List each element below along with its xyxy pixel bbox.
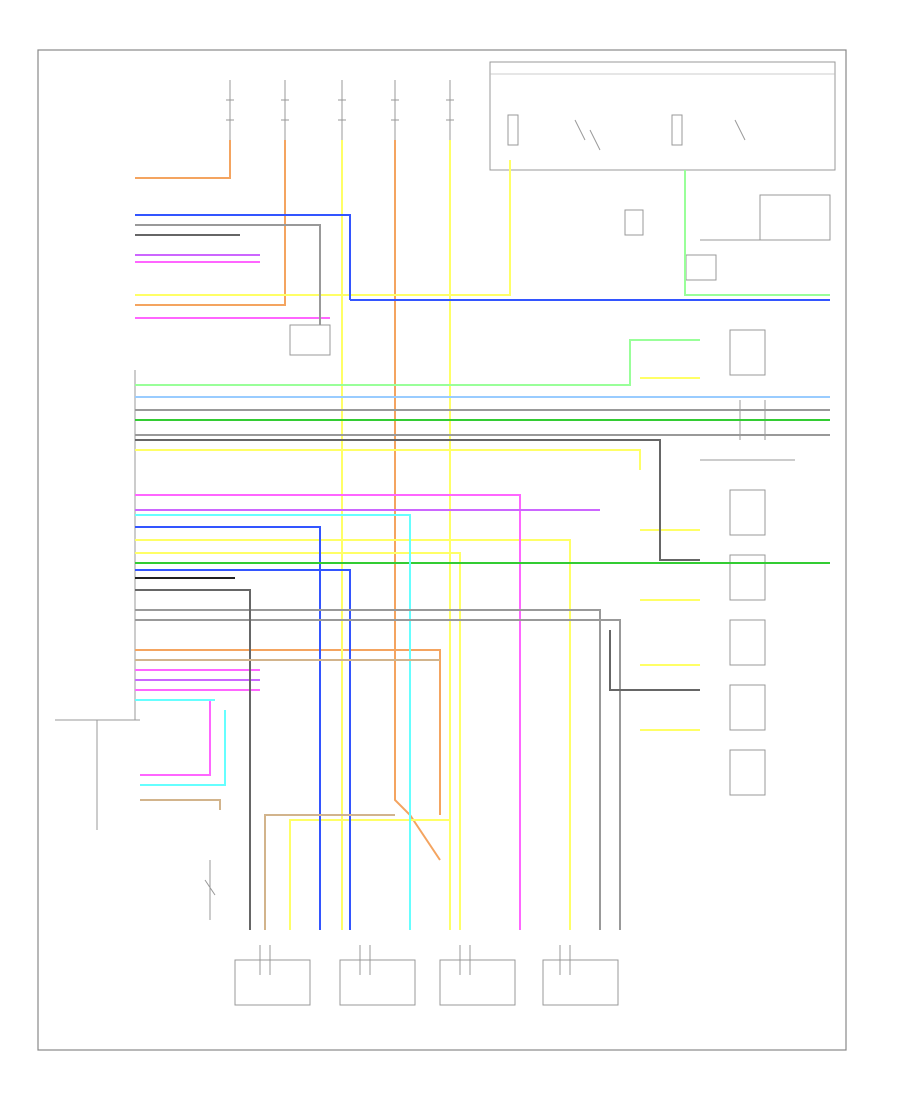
wire-gray-41: [135, 619, 621, 930]
wire-cyan-35: [140, 710, 226, 786]
brake-switch: [204, 860, 216, 920]
wire-yellow-9: [135, 552, 461, 930]
wire-yellow-8: [135, 539, 571, 930]
wire-orange-1: [135, 140, 286, 306]
diagram-border: [37, 49, 847, 1051]
wire-cyan-34: [135, 514, 411, 930]
wire-yellow-6: [135, 160, 511, 296]
wire-blue-28: [135, 214, 351, 300]
wire-orange-2: [394, 140, 441, 861]
wire-gray-40: [135, 609, 601, 930]
wire-gray-39: [135, 224, 321, 325]
wire-orange-0: [135, 140, 231, 179]
wire-blue-27: [135, 569, 351, 930]
sensor-components-top: [624, 194, 831, 281]
wire-dark-gray-45: [609, 630, 700, 691]
wire-yellow-7: [135, 449, 641, 470]
wire-tan-47: [140, 799, 221, 810]
wire-pink-21: [140, 700, 211, 776]
wire-blue-25: [135, 526, 321, 930]
right-relays: [700, 329, 795, 796]
wire-tan-48: [264, 814, 395, 930]
wire-dark-gray-44: [135, 589, 251, 930]
wire-orange-3: [135, 649, 441, 815]
wire-pink-20: [135, 494, 521, 930]
bottom-solenoids: [234, 945, 619, 1006]
wire-yellow-15: [289, 819, 450, 930]
wire-light-green-31: [135, 339, 700, 386]
control-module-outline: [55, 370, 140, 830]
fuse-relay-box: [489, 61, 836, 171]
wire-dark-gray-42: [135, 439, 700, 561]
fuse-box-relays: [507, 114, 746, 151]
wire-light-green-32: [684, 170, 830, 296]
connector-box: [289, 324, 331, 356]
wire-layer: [135, 140, 830, 930]
top-fuse-group: [226, 80, 454, 140]
